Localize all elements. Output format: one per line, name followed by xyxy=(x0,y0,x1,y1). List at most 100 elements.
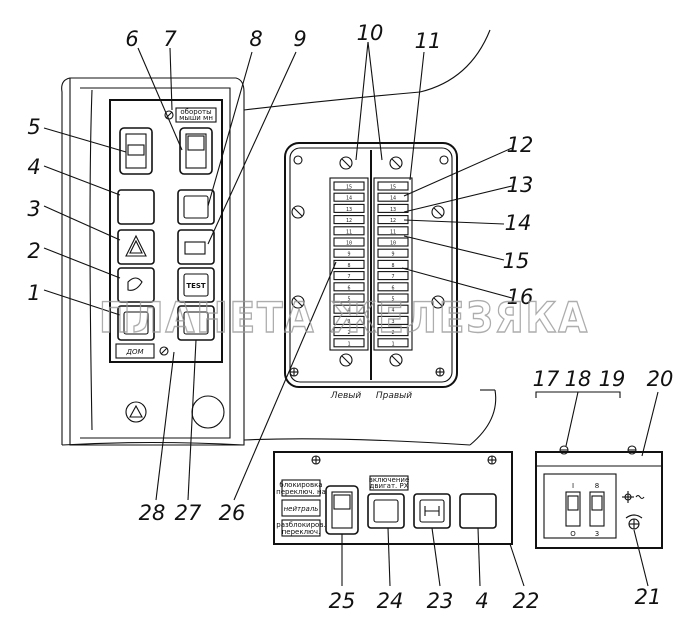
callout-13: 13 xyxy=(507,173,534,197)
callout-1: 1 xyxy=(27,281,40,305)
fuse-number-right: 5 xyxy=(391,297,394,303)
fuse-slot-right xyxy=(377,237,409,247)
top-label-1: обороты xyxy=(180,108,211,116)
fuse-number-left: 12 xyxy=(346,218,352,224)
fuse-number-left: 14 xyxy=(346,196,352,202)
callout-20: 20 xyxy=(647,367,674,391)
callout-14: 14 xyxy=(505,211,532,235)
fuse-label-left: Левый xyxy=(330,391,362,401)
callout-2: 2 xyxy=(27,239,40,263)
bp-label-bot-1: разблокиров. xyxy=(276,521,325,529)
fuse-slot-left xyxy=(333,192,365,202)
fuse-number-right: 13 xyxy=(390,207,396,213)
callout-22: 22 xyxy=(513,589,540,613)
fuse-number-right: 7 xyxy=(391,274,394,280)
callout-16: 16 xyxy=(507,285,534,309)
callout-21: 21 xyxy=(635,585,662,609)
callout-23: 23 xyxy=(427,589,454,613)
callout-4-bottom: 4 xyxy=(475,589,488,613)
sp-mark-a: I xyxy=(572,482,574,490)
fuse-number-right: 9 xyxy=(391,252,394,258)
fuse-number-right: 1 xyxy=(391,341,394,347)
callout-27: 27 xyxy=(175,501,202,525)
fuse-slot-right xyxy=(377,271,409,281)
left-dashboard: обороты мыши мн TEST ДОМ xyxy=(61,77,245,446)
fuse-number-left: 2 xyxy=(347,330,350,336)
fuse-slot-left xyxy=(333,181,365,191)
bp-label-mid: нейтраль xyxy=(284,505,319,513)
fuse-number-right: 11 xyxy=(390,229,396,235)
fuse-slot-left xyxy=(333,215,365,225)
fuse-number-right: 4 xyxy=(391,308,394,314)
callout-25: 25 xyxy=(329,589,356,613)
fuse-slot-left xyxy=(333,282,365,292)
callout-26: 26 xyxy=(219,501,246,525)
bp-label-right-2: двигат. РХ xyxy=(369,482,408,490)
fuse-slot-right xyxy=(377,203,409,213)
callouts: 1 2 3 4 5 6 7 8 9 10 11 12 13 14 15 16 1… xyxy=(27,21,673,613)
callout-11: 11 xyxy=(415,29,442,53)
dom-label: ДОМ xyxy=(125,348,143,356)
fuse-slot-left xyxy=(333,203,365,213)
fuse-slot-right xyxy=(377,259,409,269)
callout-9: 9 xyxy=(293,27,306,51)
callout-12: 12 xyxy=(507,133,534,157)
fuse-slot-left xyxy=(333,293,365,303)
watermark: ПЛАНЕТА ЖЕЛЕЗЯКА xyxy=(99,293,589,342)
bp-label-right-1: включение xyxy=(369,476,410,484)
fuse-number-left: 4 xyxy=(347,308,350,314)
callout-4: 4 xyxy=(27,155,40,179)
fuse-slot-right xyxy=(377,304,409,314)
fuse-slot-left xyxy=(333,248,365,258)
fuse-slot-right xyxy=(377,181,409,191)
fuse-slot-left xyxy=(333,259,365,269)
callout-7: 7 xyxy=(163,27,177,51)
callout-28: 28 xyxy=(139,501,166,525)
fuse-number-right: 12 xyxy=(390,218,396,224)
leader-lines xyxy=(43,41,659,587)
fuse-label-right: Правый xyxy=(376,391,412,401)
sp-mark-b: 8 xyxy=(595,482,599,490)
sp-mark-c: O xyxy=(570,530,576,538)
fuse-slot-left xyxy=(333,226,365,236)
callout-8: 8 xyxy=(249,27,262,51)
test-label: TEST xyxy=(186,282,206,290)
fuse-number-right: 14 xyxy=(390,196,396,202)
fuse-number-left: 15 xyxy=(346,185,352,191)
bp-label-top-2: переключ. на xyxy=(276,488,326,496)
fuse-number-left: 3 xyxy=(347,319,350,325)
callout-10: 10 xyxy=(357,21,384,45)
fuse-number-left: 8 xyxy=(347,263,350,269)
callout-15: 15 xyxy=(503,249,530,273)
callout-3: 3 xyxy=(27,197,40,221)
fuse-number-right: 10 xyxy=(390,241,396,247)
fuse-number-left: 11 xyxy=(346,229,352,235)
fuse-number-left: 6 xyxy=(347,285,350,291)
fuse-slot-left xyxy=(333,327,365,337)
callout-24: 24 xyxy=(377,589,404,613)
fuse-number-left: 5 xyxy=(347,297,350,303)
callout-5: 5 xyxy=(27,115,40,139)
fuse-number-right: 8 xyxy=(391,263,394,269)
fuse-slot-right xyxy=(377,327,409,337)
fuse-slot-right xyxy=(377,315,409,325)
fuse-number-right: 2 xyxy=(391,330,394,336)
bp-label-bot-2: переключ. xyxy=(282,528,321,536)
fuse-slot-right xyxy=(377,215,409,225)
fuse-slot-right xyxy=(377,226,409,236)
bottom-panel: блокировка переключ. на нейтраль разблок… xyxy=(273,451,513,545)
fuse-number-left: 7 xyxy=(347,274,350,280)
fuse-slot-right xyxy=(377,338,409,348)
fuse-slot-right xyxy=(377,293,409,303)
fuse-number-right: 3 xyxy=(391,319,394,325)
fuse-number-right: 6 xyxy=(391,285,394,291)
fuse-number-left: 1 xyxy=(347,341,350,347)
fuse-slot-right xyxy=(377,282,409,292)
top-label-2: мыши мн xyxy=(179,114,213,122)
fuse-number-right: 15 xyxy=(390,185,396,191)
sp-mark-d: 3 xyxy=(595,530,599,538)
dash-outline xyxy=(243,29,497,446)
fuse-slot-left xyxy=(333,271,365,281)
